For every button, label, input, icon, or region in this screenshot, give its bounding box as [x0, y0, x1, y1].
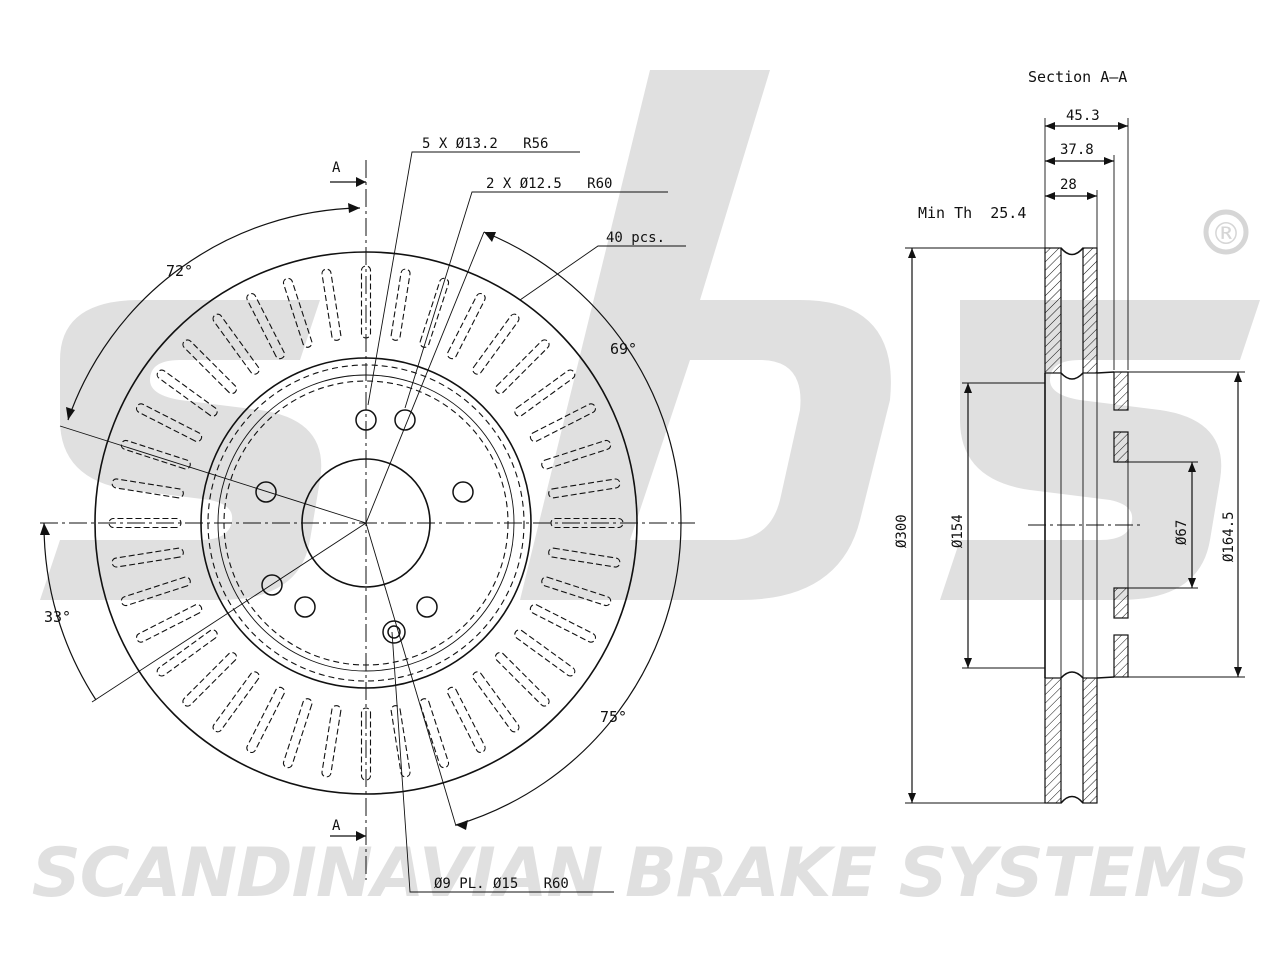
diameter-67: Ø67 — [1174, 520, 1190, 545]
angle-arc-72 — [67, 207, 361, 421]
angle-label-69: 69° — [610, 340, 637, 358]
section-marker-top-label: A — [332, 160, 341, 176]
callout-threaded-holes-text: Ø9 PL. Ø15 R60 — [434, 876, 569, 892]
diameter-154: Ø154 — [950, 514, 966, 548]
locating-hole — [261, 574, 283, 596]
angle-label-33: 33° — [44, 608, 71, 626]
vent-slot — [472, 671, 520, 733]
vent-slot — [541, 576, 612, 607]
diameter-300: Ø300 — [894, 514, 910, 548]
locating-hole — [394, 409, 416, 431]
vent-slot — [135, 403, 203, 443]
bolt-hole — [294, 596, 316, 618]
vent-slot — [548, 547, 621, 568]
vent-slot — [111, 547, 184, 568]
bolt-hole — [416, 596, 438, 618]
width-45-3: 45.3 — [1066, 108, 1100, 124]
threaded-hole-inner — [387, 625, 401, 639]
vent-slot — [390, 705, 411, 778]
vent-slot — [120, 576, 191, 607]
section-marker-bottom-label: A — [332, 818, 341, 834]
registered-mark: ® — [1203, 209, 1249, 255]
angle-label-75: 75° — [600, 708, 627, 726]
vent-slot — [514, 369, 576, 417]
inner-friction-plate-top — [1082, 247, 1098, 374]
callout-bolt-holes: 5 X Ø13.2 R56 — [367, 136, 580, 406]
hub-face-top — [1113, 431, 1129, 463]
company-watermark: SCANDINAVIAN BRAKE SYSTEMS — [32, 834, 1249, 913]
vent-slot — [446, 292, 486, 360]
callout-vents-text: 40 pcs. — [606, 230, 665, 246]
diameter-164-5: Ø164.5 — [1221, 511, 1237, 562]
angle-label-72: 72° — [166, 262, 193, 280]
callout-threaded-holes: Ø9 PL. Ø15 R60 — [391, 631, 614, 893]
registered-symbol: ® — [1211, 217, 1241, 252]
vent-slot — [541, 439, 612, 470]
vent-slot — [321, 705, 342, 778]
angle-arc-75 — [455, 522, 682, 826]
min-thickness-label: Min Th 25.4 — [918, 204, 1026, 222]
threaded-hole — [382, 620, 406, 644]
vent-slot — [472, 313, 520, 375]
vent-slot — [156, 369, 218, 417]
vent-slot — [212, 313, 260, 375]
vent-slot — [529, 603, 597, 643]
section-view: Section A–A Min Th 25.4 45.3 37.8 28 — [894, 68, 1245, 804]
vent-slot — [246, 686, 286, 754]
angle-arc-69 — [483, 231, 682, 524]
section-marker-bottom: A — [330, 818, 366, 841]
vent-slot — [529, 403, 597, 443]
section-marker-top: A — [330, 160, 366, 187]
vent-slot — [321, 268, 342, 341]
vent-slot — [212, 671, 260, 733]
hub-flange-top — [1113, 371, 1129, 411]
vent-slot — [419, 277, 450, 348]
bolt-hole — [452, 481, 474, 503]
outer-friction-plate-bottom — [1044, 677, 1062, 804]
vent-slot — [494, 651, 550, 707]
front-view: A A 72° 69° 33° 75° 5 X Ø13.2 R56 — [40, 136, 695, 893]
vent-slot — [182, 651, 238, 707]
callout-bolt-holes-text: 5 X Ø13.2 R56 — [422, 136, 548, 152]
vent-slot — [390, 268, 411, 341]
disc-profile — [1044, 247, 1129, 804]
vent-slot — [446, 686, 486, 754]
hub-face-bottom — [1113, 587, 1129, 619]
sbs-watermark-logo — [40, 70, 1260, 600]
vent-slot — [419, 698, 450, 769]
vent-slot — [548, 478, 621, 499]
vent-slot — [494, 339, 550, 395]
vent-slot — [182, 339, 238, 395]
vent-slot — [282, 698, 313, 769]
angle-arc-33 — [43, 522, 97, 701]
vent-slot — [135, 603, 203, 643]
vent-slot — [360, 707, 372, 781]
callout-vents: 40 pcs. — [519, 230, 686, 301]
callout-locating-holes-text: 2 X Ø12.5 R60 — [486, 176, 612, 192]
vent-slot — [111, 478, 184, 499]
outer-friction-plate-top — [1044, 247, 1062, 374]
vent-slot — [514, 629, 576, 677]
width-37-8: 37.8 — [1060, 142, 1094, 158]
inner-friction-plate-bottom — [1082, 677, 1098, 804]
section-title: Section A–A — [1028, 68, 1127, 86]
hub-flange-bottom — [1113, 634, 1129, 678]
vent-slots — [108, 265, 624, 781]
vent-slot — [282, 277, 313, 348]
bolt-hole — [255, 481, 277, 503]
vent-slot — [156, 629, 218, 677]
width-28: 28 — [1060, 177, 1077, 193]
vent-slot — [246, 292, 286, 360]
vent-slot — [120, 439, 191, 470]
callout-locating-holes: 2 X Ø12.5 R60 — [404, 176, 668, 409]
